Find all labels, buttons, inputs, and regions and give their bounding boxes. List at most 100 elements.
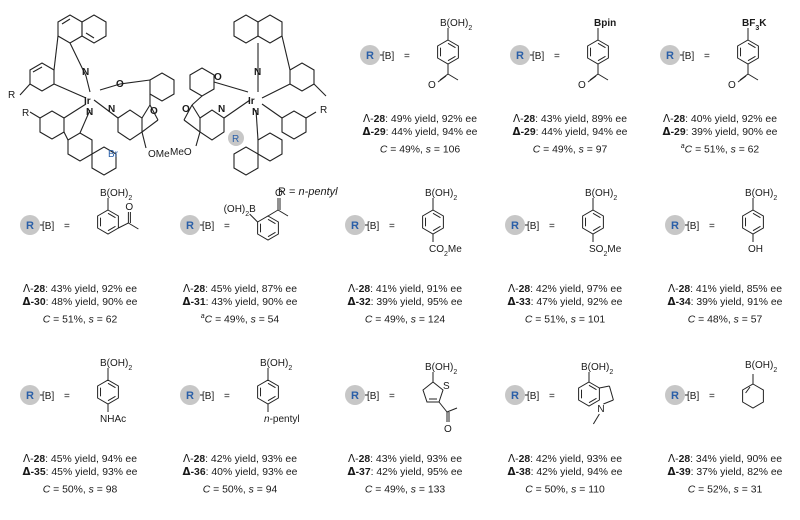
result-line-delta: Δ-36: 40% yield, 93% ee [182,466,298,479]
compound-number: 28 [193,454,206,465]
conversion-label: C [42,484,51,496]
result-block: Λ-28: 45% yield, 87% ee Δ-31: 43% yield,… [160,283,320,327]
result-line-delta: Δ-32: 39% yield, 95% ee [347,296,463,309]
enantiomer-symbol: Δ [507,466,516,479]
selectivity-label: s [733,484,739,496]
substrate-structure: R [B] = B(OH)2n-pentyl [180,358,300,425]
result-line-conversion: C = 50%, s = 98 [42,484,118,496]
ester-label: CO2Me [429,244,462,258]
result-line-conversion: C = 49%, s = 97 [532,144,608,156]
r-label: R [26,220,34,232]
compound-number: 36 [194,467,206,479]
result-line-conversion: C = 48%, s = 57 [687,314,763,326]
compound-number: 28 [673,114,686,125]
boron-bracket-label: [B] [382,51,394,62]
boronic-acid-label: B(OH)2 [100,188,132,202]
selectivity-value: 98 [105,484,118,496]
methoxy-label-right: MeO [170,147,192,158]
enantiomer-symbol: Δ [22,466,31,479]
r-label: R [511,220,519,232]
result-block: Λ-28: 43% yield, 92% ee Δ-30: 48% yield,… [0,283,160,327]
result-block: Λ-28: 42% yield, 93% ee Δ-38: 42% yield,… [485,453,645,497]
yield-ee-text: : 37% yield, 82% ee [690,467,783,479]
nitrogen-label-left-top: N [82,67,89,78]
oxygen-label-right-ox: O [182,104,190,115]
result-line-conversion: aC = 49%, s = 54 [200,312,280,326]
bromine-label: Br [108,149,119,160]
r-circle [180,215,200,235]
yield-ee-text: : 41% yield, 91% ee [370,284,462,295]
r-label: R [186,390,194,402]
selectivity-value: 133 [427,484,446,496]
selectivity-value: 54 [267,314,280,326]
selectivity-label: s [250,314,256,326]
result-line-lambda: Λ-28: 42% yield, 93% ee [183,453,297,465]
conversion-label: C [202,484,211,496]
equals-sign: = [554,51,560,62]
sulfur-label: S [443,381,450,392]
yield-ee-text: : 44% yield, 94% ee [385,127,478,139]
selectivity-value: 31 [750,484,763,496]
boron-bracket-label: [B] [682,51,694,62]
equals-sign: = [704,51,710,62]
yield-ee-text: : 49% yield, 92% ee [385,114,477,125]
r-label: R [26,390,34,402]
boronic-acid-label: B(OH)2 [585,188,617,202]
oxygen-label: O [728,80,736,91]
result-line-delta: Δ-35: 45% yield, 93% ee [22,466,138,479]
result-block: Λ-28: 41% yield, 85% ee Δ-34: 39% yield,… [645,283,800,327]
substrate-structure: R [B] = B(OH)2O [360,18,472,91]
oxygen-label: O [578,80,586,91]
equals-sign: = [549,221,555,232]
selectivity-label: s [88,484,94,496]
conversion-label: C [532,144,541,156]
compound-number: 32 [359,297,371,309]
boron-bracket-label: [B] [527,221,539,232]
selectivity-label: s [730,144,736,156]
result-line-conversion: C = 52%, s = 31 [687,484,763,496]
boron-bracket-label: [B] [42,391,54,402]
nitrogen-label-left-bottom: N [86,107,93,118]
result-line-lambda: Λ-28: 43% yield, 93% ee [348,453,462,465]
r-circle [505,385,525,405]
oxygen-label-right: O [214,72,222,83]
equals-sign: = [389,391,395,402]
result-line-delta: Δ-29: 39% yield, 90% ee [662,126,778,139]
conversion-label: C [687,314,696,326]
enantiomer-symbol: Λ [668,453,676,465]
yield-ee-text: : 43% yield, 89% ee [535,114,627,125]
r-label: R [366,50,374,62]
compound-number: 34 [679,297,691,309]
enantiomer-symbol: Λ [183,453,191,465]
selectivity-value: 110 [588,484,605,496]
selectivity-value: 124 [427,314,446,326]
boronic-acid-label: B(OH)2 [745,188,777,202]
compound-number: 37 [359,467,371,479]
conversion-value: 50% [222,484,243,496]
yield-ee-text: : 45% yield, 87% ee [205,284,297,295]
r-label: R [671,390,679,402]
result-line-lambda: Λ-28: 49% yield, 92% ee [363,113,477,125]
yield-ee-text: : 39% yield, 90% ee [685,127,778,139]
enantiomer-symbol: Δ [362,126,371,139]
boronic-acid-label: B(OH)2 [260,358,292,372]
result-line-lambda: Λ-28: 43% yield, 89% ee [513,113,627,125]
conversion-label: C [379,144,388,156]
yield-ee-text: : 40% yield, 92% ee [685,114,777,125]
result-line-lambda: Λ-28: 45% yield, 87% ee [183,283,297,295]
boron-bracket-label: [B] [367,221,379,232]
r-label: R [671,220,679,232]
result-line-delta: Δ-34: 39% yield, 91% ee [667,296,783,309]
conversion-label: C [364,314,373,326]
r-circle [20,215,40,235]
selectivity-label: s [425,144,431,156]
enantiomer-symbol: Λ [183,283,191,295]
nitrogen-label-right-ox: N [218,104,225,115]
r-circle [660,45,680,65]
result-line-lambda: Λ-28: 40% yield, 92% ee [663,113,777,125]
